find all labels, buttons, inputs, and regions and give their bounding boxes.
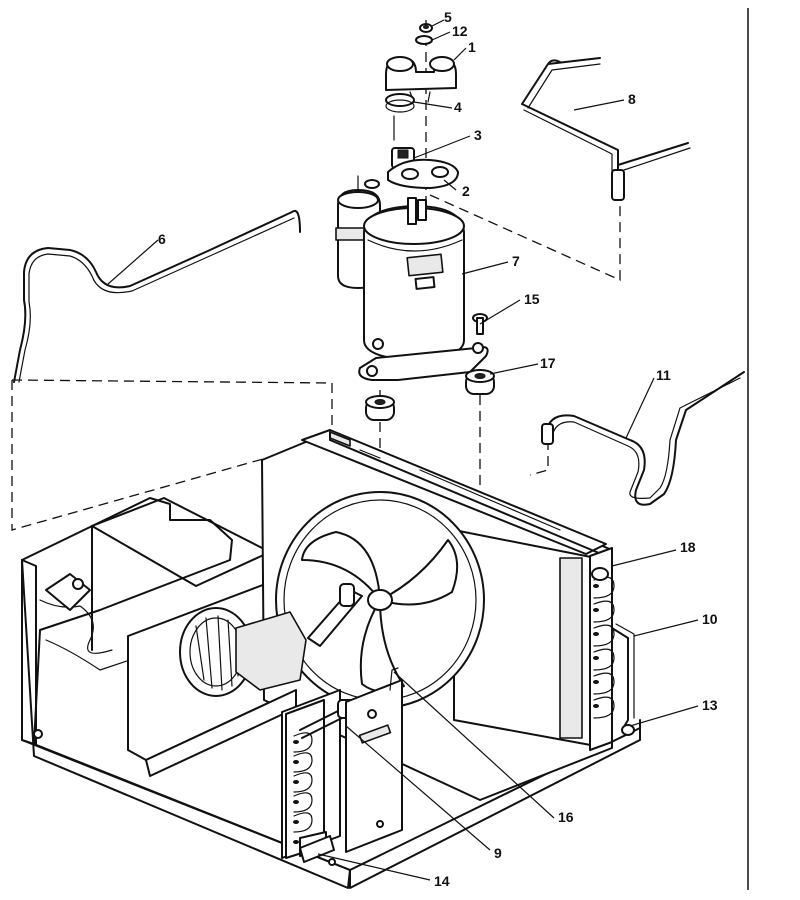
callout-3: 3 (474, 127, 482, 143)
blower-wheel (179, 607, 307, 697)
part-10-tube (611, 623, 635, 731)
callout-labels: 5 12 1 4 3 2 7 8 6 15 17 11 18 10 13 16 … (158, 9, 718, 889)
callout-10: 10 (702, 611, 718, 627)
callout-13: 13 (702, 697, 718, 713)
callout-12: 12 (452, 23, 468, 39)
part-14-fitting (299, 835, 335, 863)
part-12-washer (415, 35, 433, 45)
callout-15: 15 (524, 291, 540, 307)
part-5-nut (419, 23, 433, 33)
callout-14: 14 (434, 873, 450, 889)
part-8-tube (521, 57, 691, 201)
callout-7: 7 (512, 253, 520, 269)
part-16-bracket (345, 667, 403, 853)
part-1-terminal-cover (385, 56, 457, 103)
part-11-tube (541, 371, 745, 506)
callout-4: 4 (454, 99, 462, 115)
callout-2: 2 (462, 183, 470, 199)
part-17-grommets (365, 369, 495, 421)
condenser-fan (275, 491, 485, 709)
part-7-compressor (335, 175, 489, 381)
part-6-tube (13, 210, 301, 383)
part-2-gasket (364, 158, 459, 189)
part-13-fitting (621, 724, 635, 736)
callout-1: 1 (468, 39, 476, 55)
leader-lines (107, 19, 699, 881)
callout-9: 9 (494, 845, 502, 861)
part-18-condenser-coil (589, 547, 615, 751)
callout-8: 8 (628, 91, 636, 107)
callout-16: 16 (558, 809, 574, 825)
part-4-clip (385, 93, 415, 141)
callout-6: 6 (158, 231, 166, 247)
callout-11: 11 (656, 367, 671, 383)
callout-18: 18 (680, 539, 696, 555)
part-15-bolt (472, 313, 488, 335)
callout-5: 5 (444, 9, 452, 25)
callout-17: 17 (540, 355, 556, 371)
